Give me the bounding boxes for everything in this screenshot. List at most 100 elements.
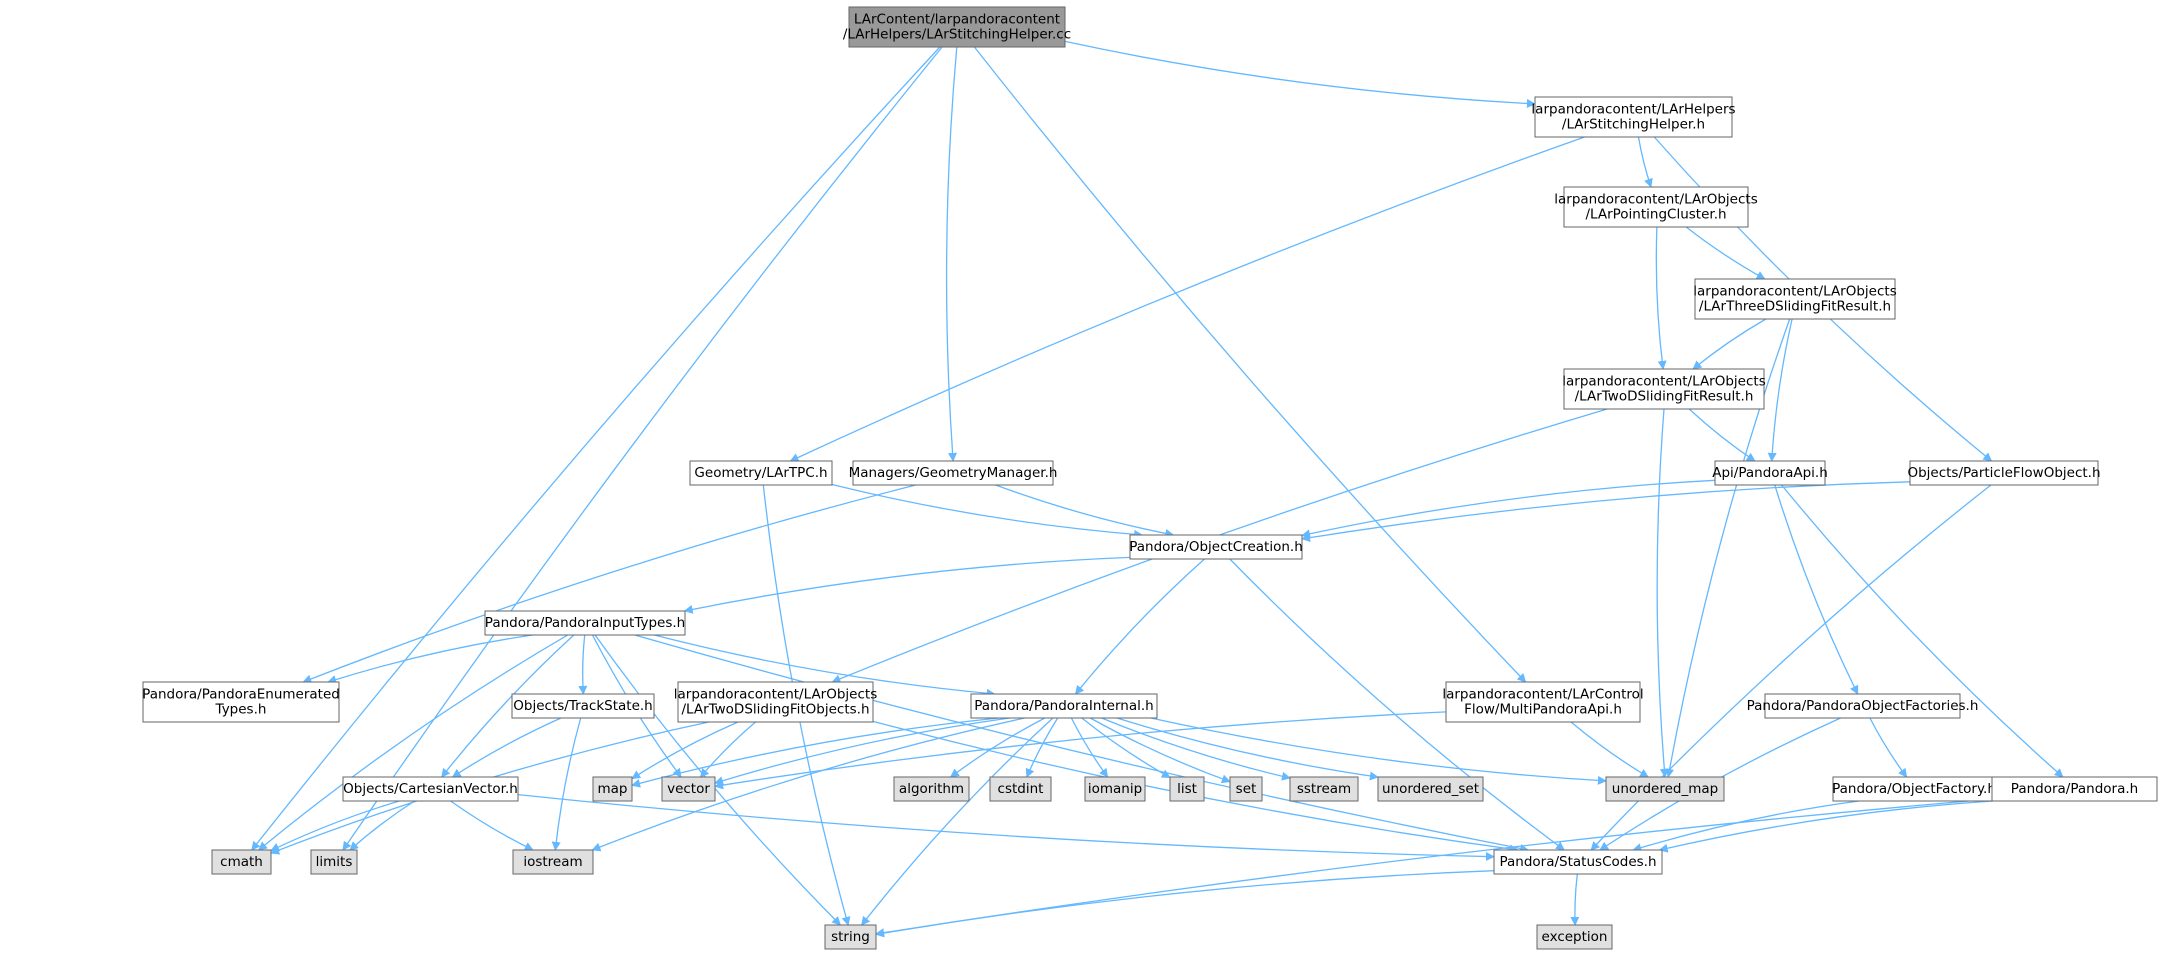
edge-three_h-to-unordered_map — [1665, 318, 1791, 778]
node-label: /LArHelpers/LArStitchingHelper.cc — [843, 27, 1071, 43]
node-three-h[interactable]: larpandoracontent/LArObjects/LArThreeDSl… — [1693, 278, 1897, 320]
node-two-h[interactable]: larpandoracontent/LArObjects/LArTwoDSlid… — [1562, 368, 1766, 410]
edge-root-to-stitching_h — [1064, 40, 1536, 108]
node-label: Pandora/PandoraEnumerated — [142, 687, 340, 703]
edge-twodfitobj_h-to-vector — [699, 721, 756, 778]
node-box — [1605, 776, 1725, 802]
edge-cartesian_h-to-cmath — [270, 800, 400, 852]
edge-inputtypes_h-to-trackstate_h — [578, 634, 588, 695]
node-box — [824, 924, 877, 950]
node-stitching-h[interactable]: larpandoracontent/LArHelpers/LArStitchin… — [1531, 96, 1736, 138]
node-label: LArContent/larpandoracontent — [854, 12, 1060, 28]
node-label: Pandora/PandoraInternal.h — [974, 698, 1153, 714]
node-box — [989, 776, 1052, 802]
node-internal-h[interactable]: Pandora/PandoraInternal.h — [970, 693, 1158, 719]
edge-api_h-to-pandora_h — [1781, 484, 2064, 778]
node-pfo-h[interactable]: Objects/ParticleFlowObject.h — [1907, 460, 2101, 486]
edge-internal_h-to-vector — [714, 717, 1010, 786]
node-status-h[interactable]: Pandora/StatusCodes.h — [1493, 849, 1663, 875]
edge-inputtypes_h-to-cmath — [258, 634, 569, 851]
edge-factories_h-to-objfactory_h — [1869, 717, 1908, 778]
node-objcreation-h[interactable]: Pandora/ObjectCreation.h — [1129, 534, 1303, 560]
node-label: unordered_set — [1382, 781, 1479, 797]
node-label: larpandoracontent/LArObjects — [1562, 374, 1765, 390]
edge-pointing_h-to-three_h — [1685, 226, 1766, 280]
node-api-h[interactable]: Api/PandoraApi.h — [1712, 460, 1828, 486]
edge-inputtypes_h-to-status_h — [634, 634, 1529, 853]
node-box — [1563, 368, 1765, 410]
edge-internal_h-to-sstream — [1101, 717, 1291, 781]
edge-objcreation_h-to-internal_h — [1074, 558, 1205, 695]
node-twodfitobj-h[interactable]: larpandoracontent/LArObjects/LArTwoDSlid… — [674, 681, 877, 723]
node-cartesian-h[interactable]: Objects/CartesianVector.h — [342, 776, 519, 802]
node-box — [1764, 693, 1961, 719]
node-box — [970, 693, 1158, 719]
edge-internal_h-to-unordered_set — [1116, 717, 1379, 781]
edge-root-to-multi_h — [973, 46, 1527, 683]
node-label: limits — [316, 854, 353, 870]
node-box — [1445, 681, 1641, 723]
node-label: /LArPointingCluster.h — [1585, 207, 1726, 223]
node-label: iostream — [523, 854, 582, 870]
edge-pandora_h-to-status_h — [1658, 800, 1993, 853]
edge-cartesian_h-to-limits — [349, 800, 415, 851]
edge-internal_h-to-map — [631, 717, 999, 788]
node-box — [310, 849, 358, 875]
node-root[interactable]: LArContent/larpandoracontent/LArHelpers/… — [843, 6, 1071, 48]
edge-objfactory_h-to-status_h — [1632, 800, 1859, 852]
node-box — [1714, 460, 1826, 486]
node-box — [1832, 776, 1996, 802]
node-label: larpandoracontent/LArObjects — [1554, 192, 1757, 208]
edge-pfo_h-to-objcreation_h — [1301, 481, 1911, 543]
node-label: Pandora/ObjectCreation.h — [1129, 539, 1303, 555]
node-map: map — [592, 776, 633, 802]
node-list: list — [1169, 776, 1205, 802]
node-label: cmath — [220, 854, 263, 870]
node-tpc-h[interactable]: Geometry/LArTPC.h — [689, 460, 833, 486]
node-label: sstream — [1297, 781, 1351, 797]
node-label: exception — [1542, 929, 1608, 945]
node-label: Pandora/PandoraObjectFactories.h — [1747, 698, 1979, 714]
edge-api_h-to-factories_h — [1774, 484, 1859, 695]
node-box — [893, 776, 970, 802]
edge-geom_h-to-objcreation_h — [995, 484, 1175, 538]
node-label: Types.h — [215, 702, 267, 718]
node-label: string — [831, 929, 870, 945]
edge-root-to-geom_h — [945, 46, 958, 462]
edge-internal_h-to-list — [1081, 717, 1171, 779]
node-label: vector — [667, 781, 710, 797]
node-multi-h[interactable]: larpandoracontent/LArControlFlow/MultiPa… — [1442, 681, 1644, 723]
node-label: map — [598, 781, 628, 797]
edge-multi_h-to-unordered_map — [1570, 721, 1649, 778]
node-label: Geometry/LArTPC.h — [694, 465, 827, 481]
node-label: list — [1177, 781, 1197, 797]
edge-trackstate_h-to-iostream — [551, 717, 582, 851]
node-label: /LArThreeDSlidingFitResult.h — [1699, 299, 1891, 315]
node-box — [689, 460, 833, 486]
node-pointing-h[interactable]: larpandoracontent/LArObjects/LArPointing… — [1554, 186, 1758, 228]
node-factories-h[interactable]: Pandora/PandoraObjectFactories.h — [1747, 693, 1979, 719]
nodes-layer: LArContent/larpandoracontent/LArHelpers/… — [142, 6, 2158, 950]
node-objfactory-h[interactable]: Pandora/ObjectFactory.h — [1832, 776, 1996, 802]
node-label: larpandoracontent/LArControl — [1442, 687, 1643, 703]
edge-internal_h-to-string — [861, 717, 1054, 926]
node-box — [592, 776, 633, 802]
edge-trackstate_h-to-cartesian_h — [451, 717, 562, 778]
node-label: algorithm — [899, 781, 964, 797]
edge-inputtypes_h-to-enum_h — [327, 634, 533, 684]
edge-inputtypes_h-to-cartesian_h — [441, 634, 575, 778]
node-label: larpandoracontent/LArObjects — [674, 687, 877, 703]
node-label: larpandoracontent/LArObjects — [1693, 284, 1896, 300]
node-geom-h[interactable]: Managers/GeometryManager.h — [849, 460, 1058, 486]
node-inputtypes-h[interactable]: Pandora/PandoraInputTypes.h — [484, 610, 686, 636]
node-trackstate-h[interactable]: Objects/TrackState.h — [511, 693, 655, 719]
node-box — [342, 776, 519, 802]
node-pandora-h[interactable]: Pandora/Pandora.h — [1991, 776, 2158, 802]
node-label: Flow/MultiPandoraApi.h — [1464, 702, 1622, 718]
node-box — [1129, 534, 1303, 560]
node-box — [511, 693, 655, 719]
node-set: set — [1229, 776, 1263, 802]
node-algorithm: algorithm — [893, 776, 970, 802]
edge-cartesian_h-to-status_h — [517, 793, 1495, 862]
